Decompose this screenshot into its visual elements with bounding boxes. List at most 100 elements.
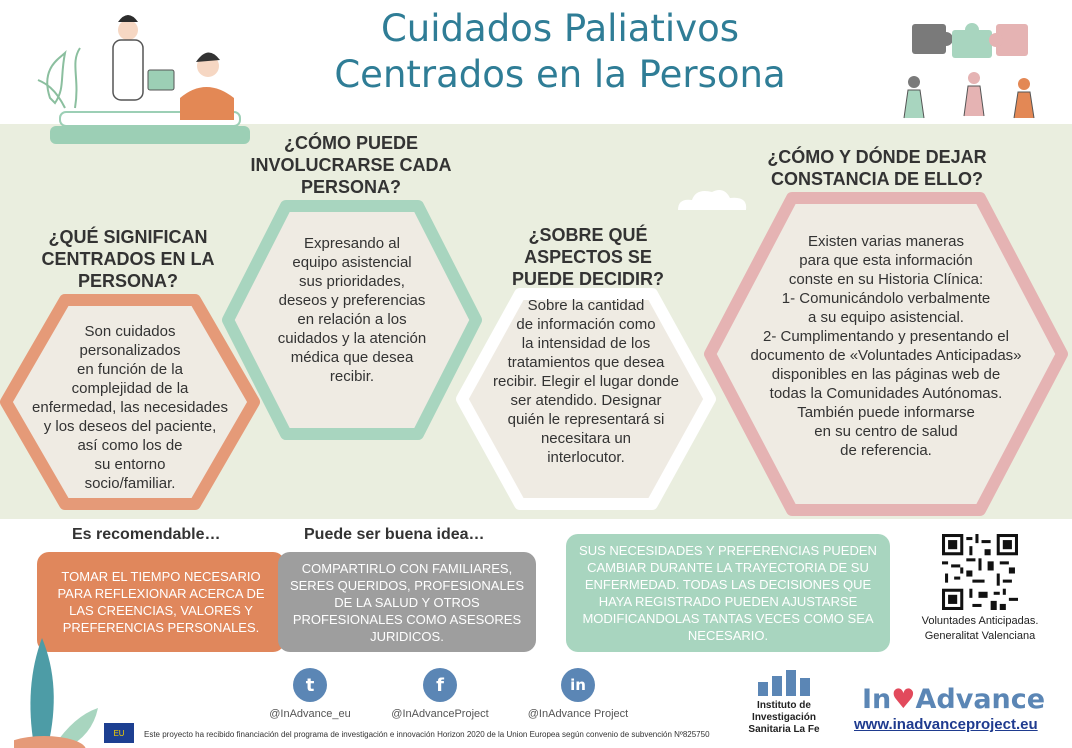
recommendation-box-3-text: SUS NECESIDADES Y PREFERENCIAS PUEDEN CA…: [579, 543, 877, 643]
leaf-decoration: [14, 638, 98, 748]
hexagon-frame: [704, 192, 1068, 516]
text-line: socio/familiar.: [84, 475, 176, 492]
section-2-heading: ¿CÓMO PUEDE INVOLUCRARSE CADA PERSONA?: [236, 132, 466, 198]
text-line: y los deseos del paciente,: [43, 418, 217, 435]
text-line: personalizados: [79, 342, 181, 359]
recommendation-box-2-text: COMPARTIRLO CON FAMILIARES, SERES QUERID…: [289, 560, 525, 644]
text-line: disponibles en las páginas web de: [771, 366, 1001, 383]
text-line: sus prioridades,: [299, 273, 405, 290]
section-4-heading-line: CONSTANCIA DE ELLO?: [771, 169, 983, 189]
text-line: recibir. Elegir el lugar donde: [493, 373, 679, 390]
text-line: tratamientos que desea: [507, 354, 665, 371]
section-1-heading-line: PERSONA?: [77, 271, 178, 291]
section-1-text: Son cuidados personalizados en función d…: [18, 322, 242, 493]
section-2-hexagon: Expresando al equipo asistencial sus pri…: [222, 200, 482, 440]
recommendation-box-1-text: TOMAR EL TIEMPO NECESARIO PARA REFLEXION…: [57, 569, 265, 635]
section-4-heading-line: ¿CÓMO Y DÓNDE DEJAR: [767, 147, 987, 167]
text-line: 1- Comunicándolo verbalmente: [781, 290, 991, 307]
text-line: 2- Cumplimentando y presentando el: [763, 328, 1009, 345]
text-line: ser atendido. Designar: [510, 392, 662, 409]
facebook-icon: f: [423, 668, 457, 702]
eu-flag-icon: EU: [104, 723, 134, 743]
project-website-link[interactable]: www.inadvanceproject.eu: [854, 716, 1038, 733]
section-2-heading-line: PERSONA?: [300, 177, 401, 197]
institute-name-line: Instituto de Investigación: [752, 700, 816, 723]
institute-name: Instituto de Investigación Sanitaria La …: [734, 700, 834, 736]
text-line: documento de «Voluntades Anticipadas»: [750, 347, 1022, 364]
text-line: equipo asistencial: [292, 254, 412, 271]
text-line: a su equipo asistencial.: [808, 309, 964, 326]
section-3-heading-line: PUEDE DECIDIR?: [511, 269, 664, 289]
text-line: de información como: [516, 316, 656, 333]
text-line: en su centro de salud: [814, 423, 958, 440]
text-line: interlocutor.: [547, 449, 625, 466]
text-line: quién le representará si: [507, 411, 665, 428]
section-1-heading: ¿QUÉ SIGNIFICAN CENTRADOS EN LA PERSONA?: [30, 226, 226, 292]
hexagon-shape: [456, 288, 716, 510]
brand-text-right: Advance: [915, 684, 1046, 715]
recommendation-box-3: SUS NECESIDADES Y PREFERENCIAS PUEDEN CA…: [566, 534, 890, 652]
text-line: así como los de: [77, 437, 183, 454]
brand-text-left: In: [862, 684, 892, 715]
institute-logo-icon: [758, 670, 810, 696]
twitter-handle: @InAdvance_eu: [269, 708, 351, 720]
section-2-heading-line: ¿CÓMO PUEDE: [283, 133, 418, 153]
social-linkedin[interactable]: in @InAdvance Project: [518, 668, 638, 720]
text-line: Expresando al: [304, 235, 400, 252]
section-3-heading-line: ¿SOBRE QUÉ: [528, 225, 648, 245]
section-3-heading: ¿SOBRE QUÉ ASPECTOS SE PUEDE DECIDIR?: [496, 224, 680, 290]
text-line: médica que desea: [290, 349, 414, 366]
hexagon-shape: [704, 192, 1068, 516]
text-line: todas la Comunidades Autónomas.: [769, 385, 1003, 402]
linkedin-icon: in: [561, 668, 595, 702]
section-3-text: Sobre la cantidad de información como la…: [476, 296, 696, 467]
section-4-heading: ¿CÓMO Y DÓNDE DEJAR CONSTANCIA DE ELLO?: [752, 146, 1002, 190]
page-title: Cuidados Paliativos Centrados en la Pers…: [300, 6, 820, 98]
text-line: Existen varias maneras: [808, 233, 964, 250]
section-2-heading-line: INVOLUCRARSE CADA: [250, 155, 452, 175]
section-4-hexagon: Existen varias maneras para que esta inf…: [704, 192, 1068, 516]
title-line-1: Cuidados Paliativos: [380, 7, 740, 50]
hexagon-shape: [222, 200, 482, 440]
qr-caption: Voluntades Anticipadas. Generalitat Vale…: [900, 614, 1060, 644]
qr-code[interactable]: [942, 534, 1018, 610]
nurse-patient-illustration: [37, 15, 250, 144]
puzzle-people-illustration: [903, 23, 1035, 119]
text-line: en relación a los: [297, 311, 407, 328]
social-facebook[interactable]: f @InAdvanceProject: [380, 668, 500, 720]
social-twitter[interactable]: t @InAdvance_eu: [250, 668, 370, 720]
text-line: necesitara un: [540, 430, 632, 447]
title-line-2: Centrados en la Persona: [334, 53, 786, 96]
cloud-illustration: [678, 190, 747, 210]
inadvance-logo: In♥Advance: [862, 684, 1045, 715]
hexagon-shape: [0, 294, 260, 510]
text-line: deseos y preferencias: [278, 292, 426, 309]
text-line: Son cuidados: [84, 323, 176, 340]
text-line: También puede informarse: [797, 404, 975, 421]
recommendation-label-1: Es recomendable…: [72, 526, 221, 543]
text-line: para que esta información: [799, 252, 973, 269]
facebook-handle: @InAdvanceProject: [391, 708, 489, 720]
text-line: de referencia.: [840, 442, 932, 459]
section-3-heading-line: ASPECTOS SE: [524, 247, 652, 267]
text-line: recibir.: [329, 368, 375, 385]
text-line: conste en su Historia Clínica:: [788, 271, 984, 288]
recommendation-box-1: TOMAR EL TIEMPO NECESARIO PARA REFLEXION…: [37, 552, 285, 652]
text-line: la intensidad de los: [521, 335, 651, 352]
qr-caption-line: Voluntades Anticipadas.: [921, 615, 1039, 627]
text-line: cuidados y la atención: [277, 330, 427, 347]
section-3-hexagon: Sobre la cantidad de información como la…: [456, 288, 716, 510]
section-1-heading-line: ¿QUÉ SIGNIFICAN: [48, 227, 208, 247]
section-1-heading-line: CENTRADOS EN LA: [41, 249, 215, 269]
institute-name-line: Sanitaria La Fe: [748, 724, 820, 735]
hexagon-frame: [456, 288, 716, 510]
hexagon-frame: [0, 294, 260, 510]
qr-caption-line: Generalitat Valenciana: [924, 630, 1036, 642]
recommendation-box-2: COMPARTIRLO CON FAMILIARES, SERES QUERID…: [278, 552, 536, 652]
twitter-icon: t: [293, 668, 327, 702]
text-line: en función de la: [77, 361, 183, 378]
text-line: Sobre la cantidad: [527, 297, 645, 314]
hexagon-frame: [222, 200, 482, 440]
funding-notice: Este proyecto ha recibido financiación d…: [144, 730, 710, 739]
text-line: complejidad de la: [71, 380, 189, 397]
